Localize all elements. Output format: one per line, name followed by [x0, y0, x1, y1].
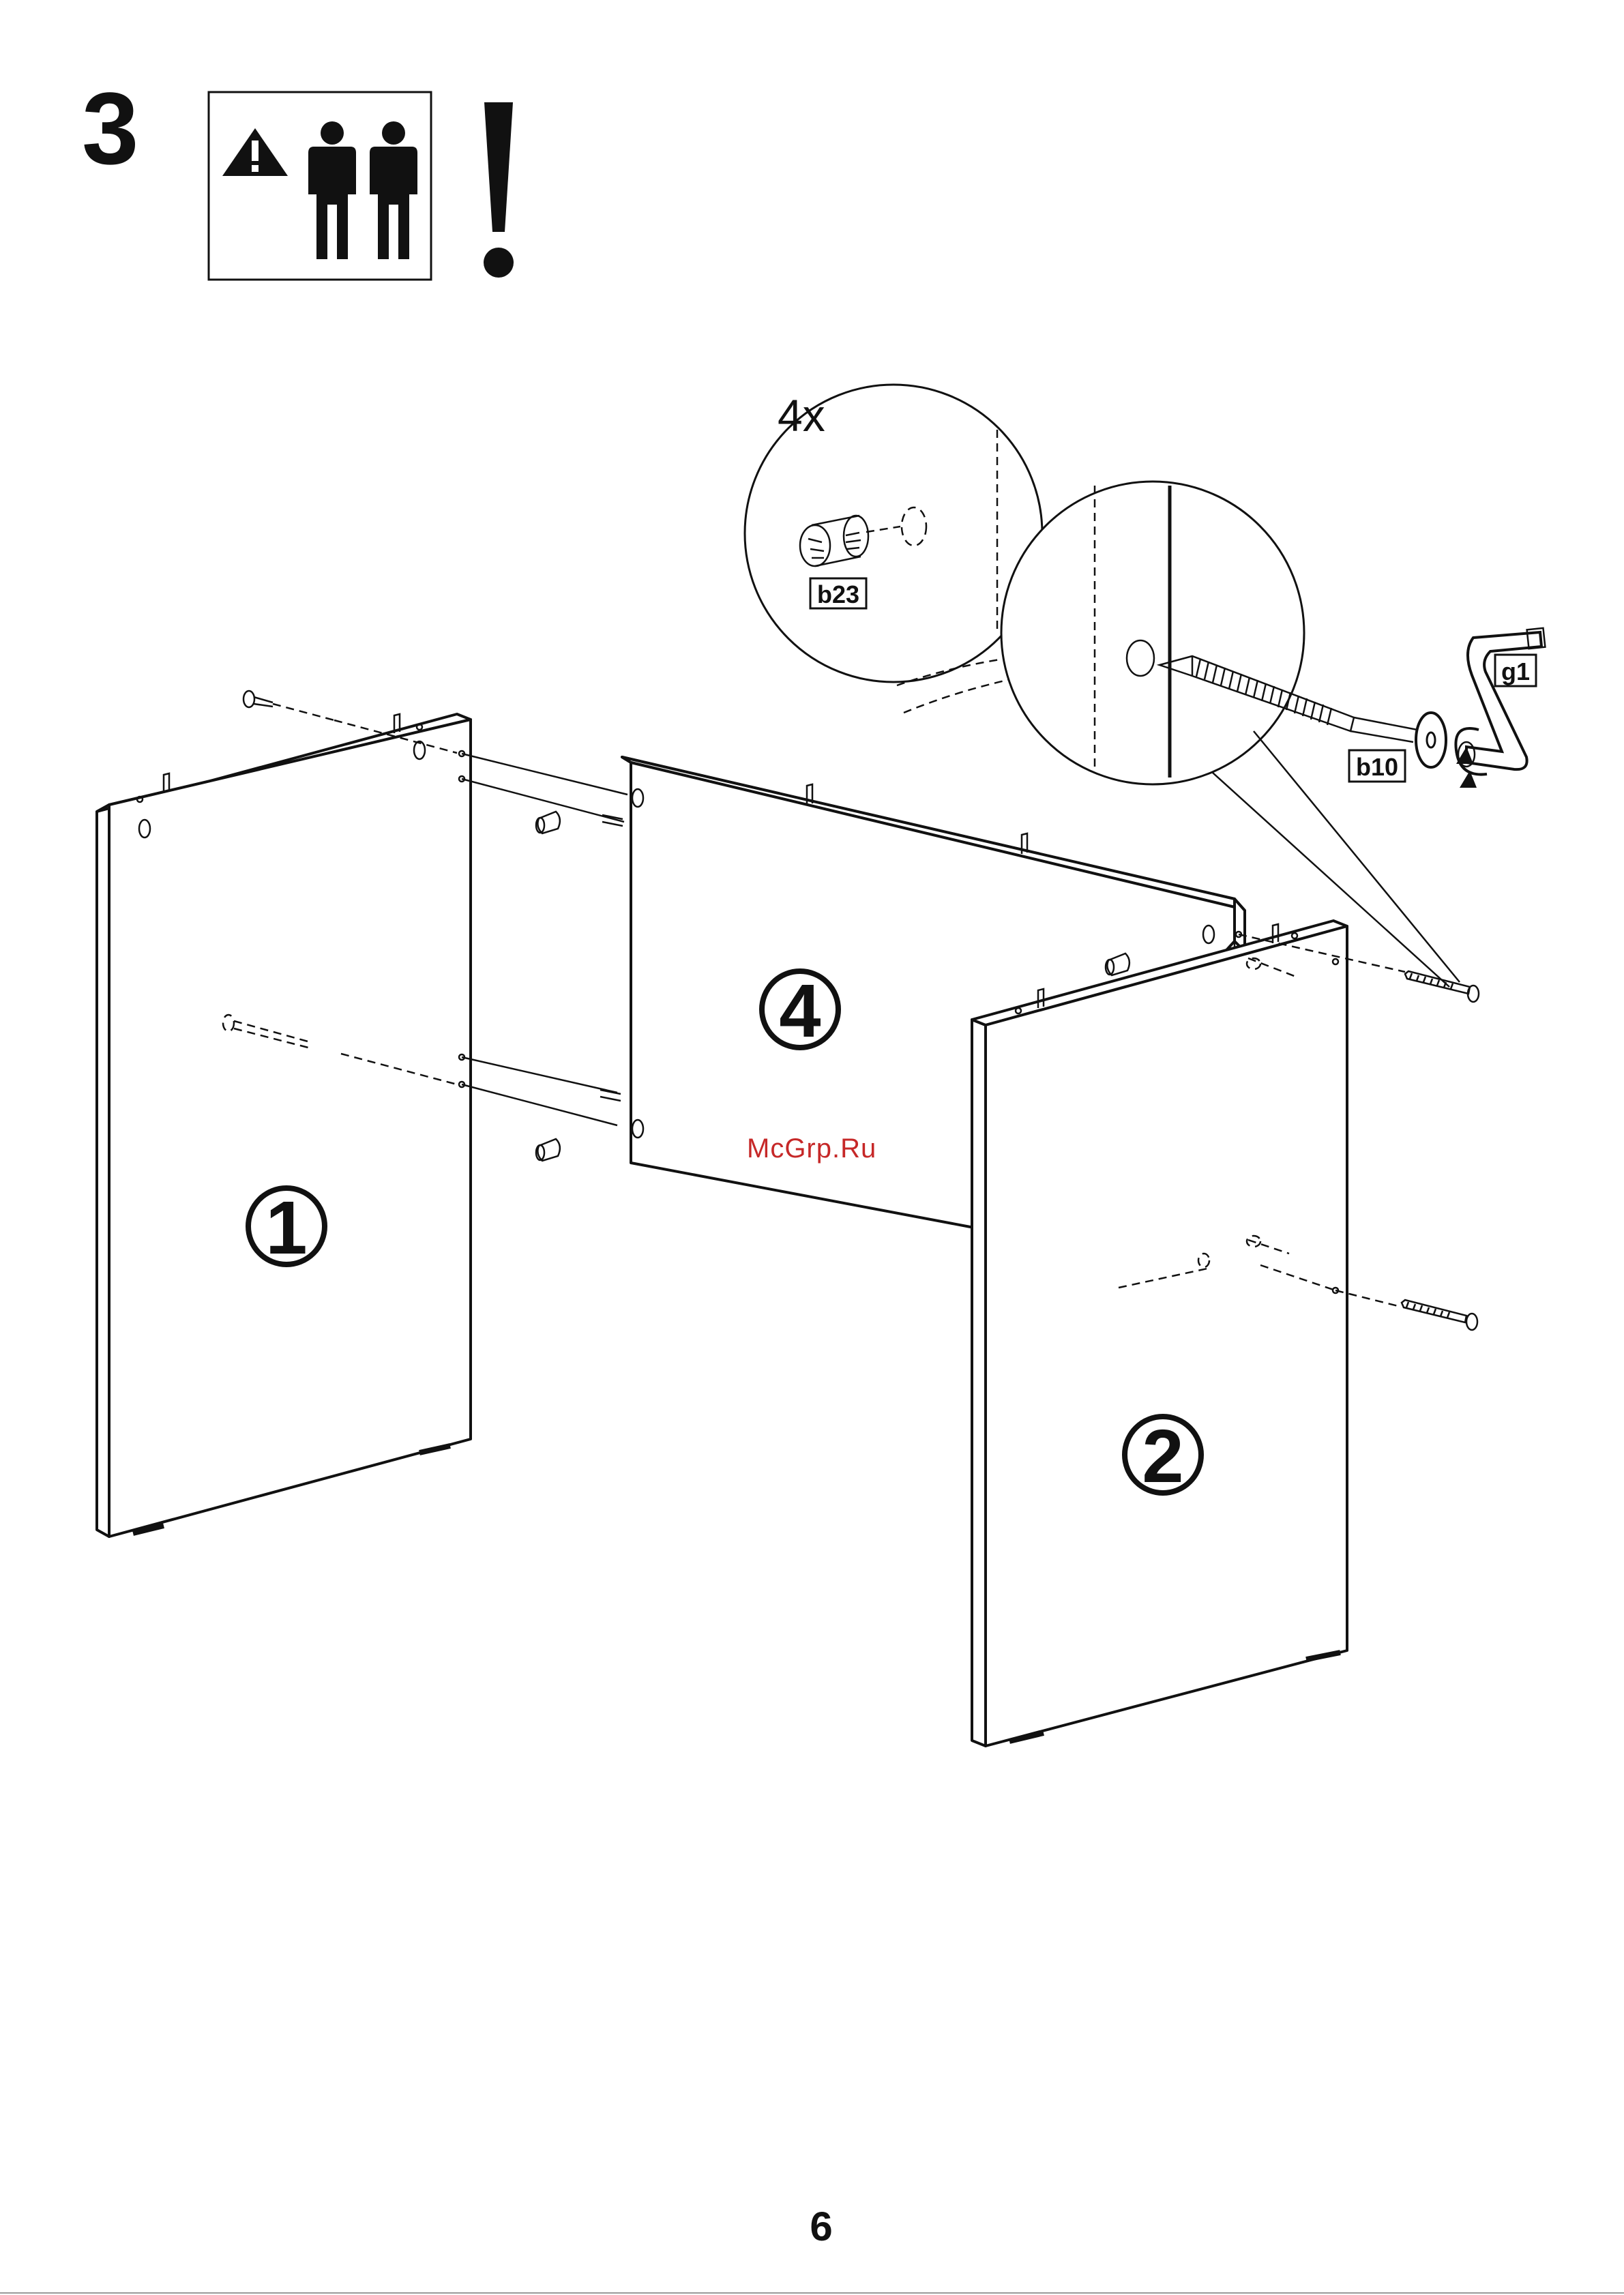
- panel-1-number: 1: [265, 1186, 307, 1270]
- cam-connector-bottom: [536, 1139, 560, 1161]
- exclamation-mark-icon: [484, 102, 514, 278]
- page-number: 6: [810, 2204, 832, 2249]
- cam-connector-top: [536, 812, 560, 833]
- watermark: McGrp.Ru: [747, 1134, 876, 1164]
- screw-top-right: [1405, 971, 1479, 1002]
- screw-bottom-right: [1402, 1300, 1477, 1330]
- hex-key-tool-g1: [1456, 628, 1545, 788]
- step-number: 3: [82, 71, 138, 186]
- part-label-g1: g1: [1501, 657, 1530, 685]
- detail-circle-bolt: [1001, 482, 1304, 784]
- screw-top-left: [243, 691, 334, 720]
- panel-2-number: 2: [1142, 1415, 1183, 1498]
- part-label-b23: b23: [817, 580, 859, 608]
- panel-4-number: 4: [779, 969, 821, 1053]
- two-person-warning-box: [209, 92, 431, 280]
- detail-quantity: 4x: [778, 390, 825, 441]
- panel-2: [972, 921, 1347, 1746]
- part-label-b10: b10: [1356, 753, 1398, 781]
- panel-1: [97, 714, 471, 1537]
